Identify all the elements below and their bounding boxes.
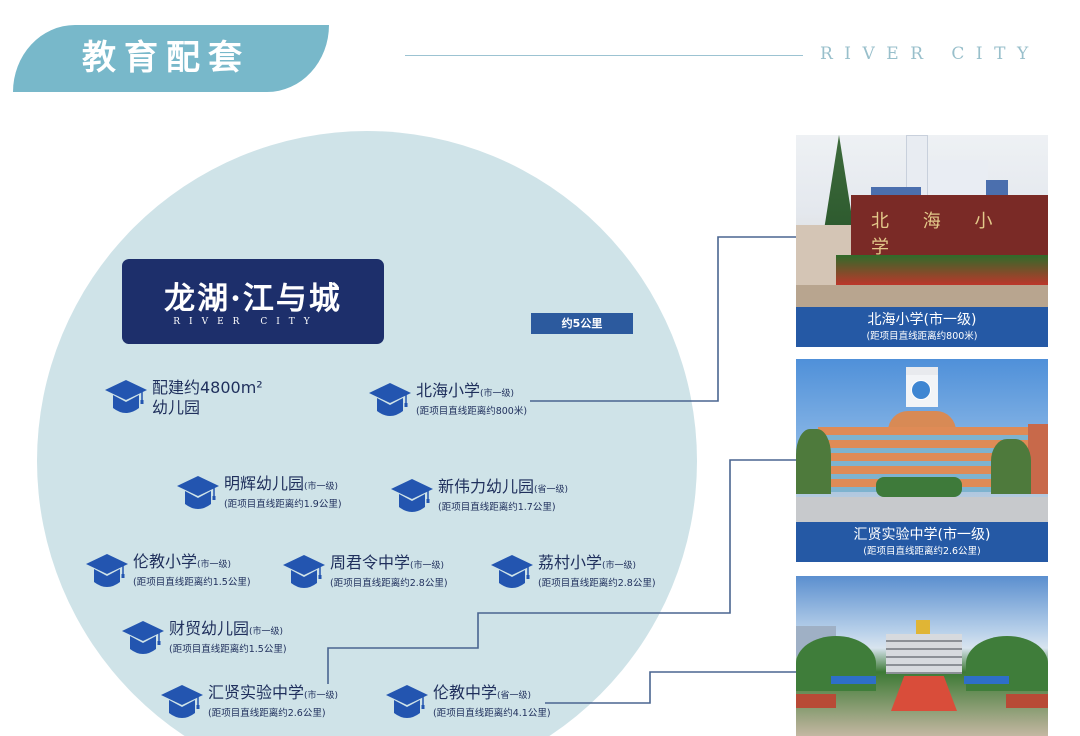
section-title-tab: [13, 25, 329, 92]
photo-huixian-school: [796, 359, 1048, 522]
header-brand: RIVER CITY: [820, 44, 1040, 64]
graduation-cap-icon: [121, 619, 165, 657]
connector-lunjiao: [545, 671, 797, 704]
caption-title: 北海小学(市一级): [867, 312, 977, 328]
school-xinweili: 新伟力幼儿园(省一级) (距项目直线距离约1.7公里): [390, 477, 568, 516]
graduation-cap-icon: [176, 474, 220, 512]
project-logo: 龙湖·江与城 RIVER CITY: [122, 259, 384, 344]
school-level: (市一级): [249, 627, 284, 637]
school-level: (市一级): [602, 561, 637, 571]
photo-lunjiao-school: [796, 576, 1048, 736]
school-name: 配建约4800m²: [152, 378, 263, 397]
logo-name-en: RIVER CITY: [173, 317, 319, 327]
photo-caption: 汇贤实验中学(市一级) (距项目直线距离约2.6公里): [796, 522, 1048, 562]
graduation-cap-icon: [368, 381, 412, 419]
section-title: 教育配套: [82, 38, 250, 78]
school-distance: (距项目直线距离约1.5公里): [169, 644, 287, 655]
school-distance: (距项目直线距离约2.6公里): [208, 708, 326, 719]
photo-card-beihai: 北 海 小 学 北海小学(市一级) (距项目直线距离约800米): [796, 135, 1048, 347]
photo-card-huixian: 汇贤实验中学(市一级) (距项目直线距离约2.6公里): [796, 359, 1048, 562]
school-level: (市一级): [480, 389, 515, 399]
school-distance: (距项目直线距离约2.8公里): [538, 578, 656, 589]
caption-subtitle: (距项目直线距离约2.6公里): [863, 546, 981, 557]
school-distance: (距项目直线距离约4.1公里): [433, 708, 551, 719]
caption-subtitle: (距项目直线距离约800米): [866, 331, 978, 342]
photo-caption: 北海小学(市一级) (距项目直线距离约800米): [796, 307, 1048, 347]
school-lunjiao-middle: 伦教中学(省一级) (距项目直线距离约4.1公里): [385, 683, 551, 722]
school-distance: (距项目直线距离约1.9公里): [224, 499, 342, 510]
school-name: 明辉幼儿园: [224, 474, 305, 493]
school-level: (省一级): [534, 485, 569, 495]
school-name: 财贸幼儿园: [169, 619, 250, 638]
school-name: 伦教小学: [133, 552, 198, 571]
school-name: 荔村小学: [538, 553, 603, 572]
graduation-cap-icon: [282, 553, 326, 591]
school-name-wall: 北 海 小 学: [851, 195, 1048, 265]
school-level: (市一级): [304, 482, 339, 492]
school-minghui: 明辉幼儿园(市一级) (距项目直线距离约1.9公里): [176, 474, 342, 513]
graduation-cap-icon: [385, 683, 429, 721]
school-name: 汇贤实验中学: [208, 683, 305, 702]
school-distance: (距项目直线距离约1.5公里): [133, 577, 251, 588]
school-distance: (距项目直线距离约1.7公里): [438, 502, 556, 513]
logo-name-cn: 龙湖·江与城: [164, 281, 342, 317]
school-distance: (距项目直线距离约2.8公里): [330, 578, 448, 589]
graduation-cap-icon: [490, 553, 534, 591]
graduation-cap-icon: [160, 683, 204, 721]
school-licun: 荔村小学(市一级) (距项目直线距离约2.8公里): [490, 553, 656, 592]
caption-title: 汇贤实验中学(市一级): [853, 527, 991, 543]
school-level: (省一级): [497, 691, 532, 701]
school-kindergarten-onsite: 配建约4800m² 幼儿园: [104, 378, 263, 418]
school-name-line2: 幼儿园: [152, 398, 201, 417]
header-divider: [405, 55, 803, 56]
school-distance: (距项目直线距离约800米): [416, 406, 528, 417]
school-lunjiao-primary: 伦教小学(市一级) (距项目直线距离约1.5公里): [85, 552, 251, 591]
connector-beihai: [530, 236, 797, 402]
connector-huixian: [327, 459, 797, 684]
school-level: (市一级): [197, 560, 232, 570]
school-name: 伦教中学: [433, 683, 498, 702]
school-name: 新伟力幼儿园: [438, 477, 535, 496]
school-level: (市一级): [304, 691, 339, 701]
school-beihai: 北海小学(市一级) (距项目直线距离约800米): [368, 381, 527, 420]
school-name: 北海小学: [416, 381, 481, 400]
school-caimao: 财贸幼儿园(市一级) (距项目直线距离约1.5公里): [121, 619, 287, 658]
radius-badge: 约5公里: [531, 313, 633, 334]
school-level: (市一级): [410, 561, 445, 571]
clock-tower: [906, 367, 938, 407]
photo-beihai-school: 北 海 小 学: [796, 135, 1048, 307]
school-huixian: 汇贤实验中学(市一级) (距项目直线距离约2.6公里): [160, 683, 338, 722]
photo-card-lunjiao: [796, 576, 1048, 736]
school-zhoujunling: 周君令中学(市一级) (距项目直线距离约2.8公里): [282, 553, 448, 592]
graduation-cap-icon: [104, 378, 148, 416]
school-name: 周君令中学: [330, 553, 411, 572]
graduation-cap-icon: [390, 477, 434, 515]
graduation-cap-icon: [85, 552, 129, 590]
